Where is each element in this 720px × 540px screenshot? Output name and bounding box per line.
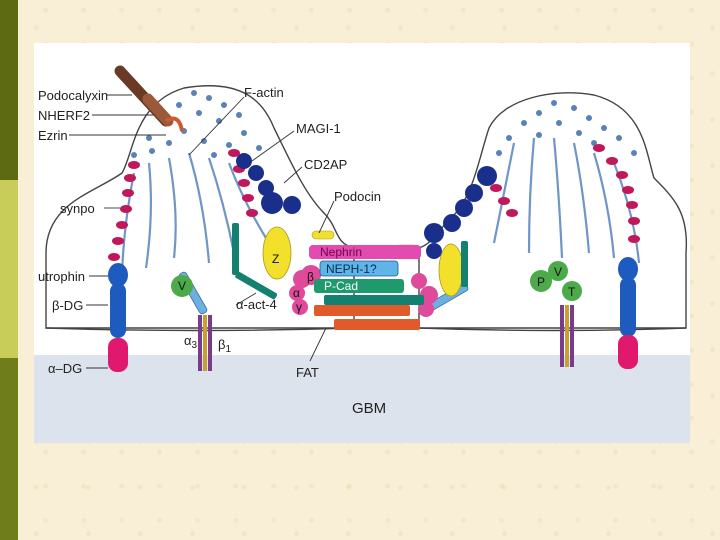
accent-bar-top (0, 0, 18, 180)
right-integrin-pair (560, 305, 574, 367)
accent-bar-bottom (0, 358, 18, 540)
catenin-complex-left: β α γ (289, 265, 321, 315)
label-cd2ap: CD2AP (304, 157, 347, 172)
leader-lines (69, 94, 335, 369)
left-integrin-pair (198, 315, 212, 371)
label-podocalyxin: Podocalyxin (38, 88, 108, 103)
label-beta1: β1 (218, 337, 231, 355)
gamma-label: γ (296, 300, 302, 314)
diagram-canvas: V Z β α γ Nephrin NEPH-1? P-Cad (34, 65, 690, 443)
left-podocin-bar (311, 230, 335, 240)
teal-junction-bar (324, 295, 424, 305)
fat-bar-lower (334, 319, 420, 330)
right-utrophin-column (618, 257, 638, 369)
label-beta-dg: β-DG (52, 298, 83, 313)
neph1-bar (319, 260, 399, 277)
neph1-label: NEPH-1? (326, 262, 377, 276)
label-podocin: Podocin (334, 189, 381, 204)
label-synpo: synpo (60, 201, 95, 216)
left-basal-membrane (45, 327, 355, 332)
podocalyxin-stalk (114, 65, 184, 132)
left-magi-chain (228, 149, 301, 217)
right-yellow-protein (438, 243, 464, 297)
label-alpha3: α3 (184, 333, 198, 351)
label-magi1: MAGI-1 (296, 121, 341, 136)
podocyte-diagram: V Z β α γ Nephrin NEPH-1? P-Cad (34, 43, 690, 443)
label-fat: FAT (296, 365, 319, 380)
left-utrophin-column (108, 263, 128, 372)
z-label: Z (272, 252, 279, 266)
left-synpo-chain (108, 161, 140, 261)
right-actin-dots (496, 100, 637, 156)
pcad-bar (314, 279, 404, 293)
left-v-protein: V (171, 275, 193, 297)
label-ezrin: Ezrin (38, 128, 68, 143)
alpha-catenin-label: α (293, 286, 300, 300)
pcad-label: P-Cad (324, 279, 358, 293)
nephrin-bar (309, 245, 421, 259)
right-synpo-chain (490, 144, 640, 243)
catenin-complex-right (411, 273, 438, 317)
gbm-band (34, 355, 690, 443)
label-nherf2: NHERF2 (38, 108, 90, 123)
right-t-label: T (568, 285, 576, 299)
left-teal-bars (232, 223, 278, 300)
left-v-label: V (178, 279, 186, 293)
beta-label: β (307, 270, 314, 284)
nephrin-label: Nephrin (320, 245, 362, 259)
right-p-label: P (537, 275, 545, 289)
fat-bar-upper (314, 305, 410, 316)
z-protein: Z (262, 226, 292, 280)
right-pvt-complex: P V T (530, 261, 582, 301)
right-teal-bar (461, 241, 468, 287)
right-basal-membrane (418, 327, 687, 332)
label-gbm: GBM (352, 400, 386, 417)
label-alpha-dg: α–DG (48, 361, 82, 376)
accent-bar-middle (0, 180, 18, 358)
right-v-label: V (554, 265, 562, 279)
label-f-actin: F-actin (244, 85, 284, 100)
slit-diaphragm: Nephrin NEPH-1? P-Cad (309, 245, 424, 330)
label-utrophin: utrophin (38, 269, 85, 284)
right-magi-chain (424, 166, 497, 259)
label-alpha-act4: α-act-4 (236, 297, 277, 312)
